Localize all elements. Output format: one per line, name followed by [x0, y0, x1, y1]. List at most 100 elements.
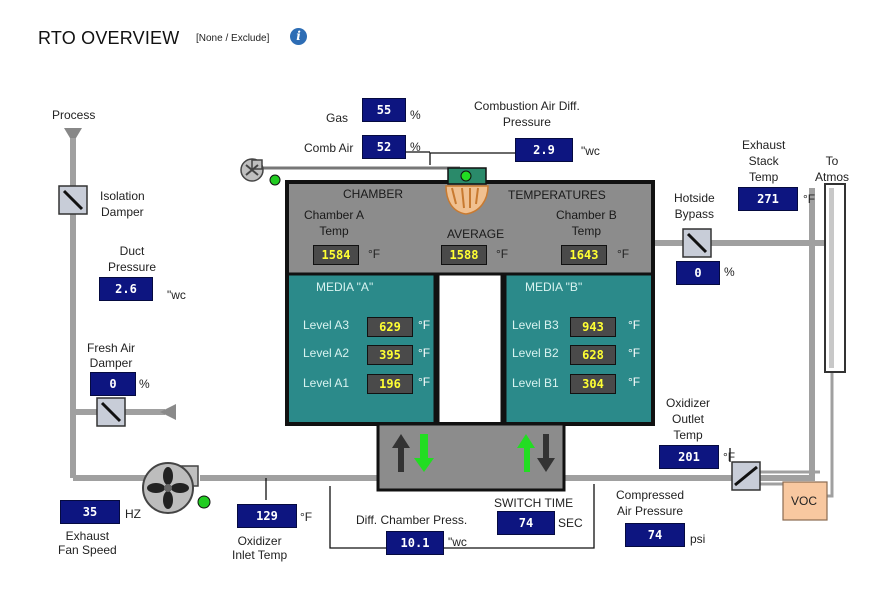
compressed-air-label-line2: Air Pressure	[617, 504, 684, 518]
duct-pressure-unit: "wc	[167, 288, 186, 302]
average-temp-label: AVERAGE	[447, 227, 505, 241]
level-a2-unit: °F	[418, 346, 431, 360]
comb-air-blower-icon	[240, 158, 281, 186]
oxidizer-outlet-temp-label-line2: Outlet	[672, 412, 705, 426]
exhaust-fan-speed-label-line1: Exhaust	[65, 529, 110, 543]
oxidizer-inlet-temp-label-line2: Inlet Temp	[232, 548, 288, 562]
duct-pressure-label-line1: Duct	[119, 244, 145, 258]
oxidizer-inlet-temp-label-line1: Oxidizer	[237, 534, 282, 548]
page-title: RTO OVERVIEW	[38, 28, 180, 48]
level-b1-value[interactable]: 304	[570, 374, 616, 394]
level-b3-label: Level B3	[512, 318, 559, 332]
diff-chamber-press-label: Diff. Chamber Press.	[356, 513, 468, 527]
chamber-b-temp-label: Chamber B Temp	[556, 207, 617, 239]
damper-icon	[58, 185, 761, 491]
hotside-bypass-value[interactable]: 0	[676, 261, 720, 285]
level-b2-label: Level B2	[512, 346, 559, 360]
level-a3-value[interactable]: 629	[367, 317, 413, 337]
filter-indicator[interactable]: [None / Exclude]	[196, 33, 270, 44]
fresh-air-damper-label: Fresh Air Damper	[87, 341, 135, 371]
chamber-b-temp-value[interactable]: 1643	[561, 245, 607, 265]
hotside-bypass-label-line2: Bypass	[674, 207, 715, 221]
oxidizer-outlet-temp-unit: °F	[723, 450, 736, 464]
flow-arrow-icon	[392, 434, 555, 472]
diff-chamber-press-unit: "wc	[448, 535, 467, 549]
voc-box	[782, 481, 828, 521]
level-b2-unit: °F	[628, 346, 641, 360]
exhaust-stack-temp-value[interactable]: 271	[738, 187, 798, 211]
duct-pressure-label: Duct Pressure	[108, 243, 156, 275]
chamber-a-temp-label: Chamber A Temp	[304, 207, 364, 239]
exhaust-fan-speed-label: Exhaust Fan Speed	[58, 529, 117, 557]
combustion-air-diff-label: Combustion Air Diff. Pressure	[474, 98, 580, 130]
oxidizer-outlet-temp-value[interactable]: 201	[659, 445, 719, 469]
to-atmos-label: To Atmos	[815, 153, 849, 185]
duct-pressure-label-line2: Pressure	[108, 260, 157, 274]
chamber-outline	[285, 180, 655, 426]
combustion-air-diff-value[interactable]: 2.9	[515, 138, 573, 162]
media-a-label: MEDIA "A"	[316, 280, 374, 294]
duct-pressure-value[interactable]: 2.6	[99, 277, 153, 301]
comb-air-unit: %	[410, 140, 421, 154]
compressed-air-label-line1: Compressed	[616, 488, 685, 502]
exhaust-fan-speed-value[interactable]: 35	[60, 500, 120, 524]
gas-value[interactable]: 55	[362, 98, 406, 122]
level-b2-value[interactable]: 628	[570, 345, 616, 365]
oxidizer-outlet-temp-label-line3: Temp	[673, 428, 703, 442]
switch-time-label: SWITCH TIME	[494, 496, 574, 510]
diff-chamber-press-value[interactable]: 10.1	[386, 531, 444, 555]
combustion-air-diff-label-line1: Combustion Air Diff.	[474, 99, 580, 113]
fresh-air-damper-value[interactable]: 0	[90, 372, 136, 396]
oxidizer-outlet-temp-label-line1: Oxidizer	[666, 396, 711, 410]
chamber-a-temp-value[interactable]: 1584	[313, 245, 359, 265]
chamber-a-temp-unit: °F	[368, 247, 381, 261]
switch-time-value[interactable]: 74	[497, 511, 555, 535]
level-b1-label: Level B1	[512, 376, 559, 390]
oxidizer-inlet-temp-label: Oxidizer Inlet Temp	[232, 534, 287, 562]
exhaust-stack-temp-label-line1: Exhaust	[742, 138, 786, 152]
level-b3-unit: °F	[628, 318, 641, 332]
fan-icon	[142, 462, 211, 514]
level-a1-unit: °F	[418, 375, 431, 389]
fresh-air-inlet-icon	[160, 404, 176, 420]
process-inlet-icon	[64, 128, 82, 138]
chamber-b-temp-label-line2: Temp	[571, 224, 602, 238]
isolation-damper-label-line2: Damper	[101, 205, 144, 219]
average-temp-unit: °F	[496, 247, 509, 261]
level-a1-label: Level A1	[303, 376, 350, 390]
burner-icon	[445, 167, 489, 215]
gas-unit: %	[410, 108, 421, 122]
level-a1-value[interactable]: 196	[367, 374, 413, 394]
level-b1-unit: °F	[628, 375, 641, 389]
average-temp-value[interactable]: 1588	[441, 245, 487, 265]
oxidizer-inlet-temp-unit: °F	[300, 510, 313, 524]
chamber-b-temp-label-line1: Chamber B	[556, 208, 617, 222]
exhaust-stack-temp-unit: °F	[803, 192, 816, 206]
hotside-bypass-unit: %	[724, 265, 735, 279]
info-icon[interactable]: i	[290, 28, 307, 45]
exhaust-stack-temp-label-line3: Temp	[749, 170, 779, 184]
isolation-damper-label-line1: Isolation	[100, 189, 145, 203]
compressed-air-value[interactable]: 74	[625, 523, 685, 547]
compressed-air-label: Compressed Air Pressure	[616, 487, 684, 519]
compressed-air-unit: psi	[690, 532, 706, 546]
level-b3-value[interactable]: 943	[570, 317, 616, 337]
combustion-air-diff-unit: "wc	[581, 144, 600, 158]
comb-air-value[interactable]: 52	[362, 135, 406, 159]
chamber-header: CHAMBER	[343, 187, 404, 201]
switch-time-unit: SEC	[558, 516, 583, 530]
exhaust-stack-temp-label: Exhaust Stack Temp	[742, 137, 785, 185]
level-a2-value[interactable]: 395	[367, 345, 413, 365]
exhaust-stack	[824, 183, 846, 373]
level-a3-unit: °F	[418, 318, 431, 332]
fresh-air-damper-unit: %	[139, 377, 150, 391]
hotside-bypass-label-line1: Hotside	[674, 191, 715, 205]
voc-label: VOC	[791, 494, 818, 508]
fresh-air-damper-label-line2: Damper	[89, 356, 133, 370]
comb-air-label: Comb Air	[304, 141, 354, 155]
to-atmos-label-line2: Atmos	[815, 170, 850, 184]
chamber-b-temp-unit: °F	[617, 247, 630, 261]
exhaust-fan-speed-label-line2: Fan Speed	[58, 543, 117, 557]
oxidizer-inlet-temp-value[interactable]: 129	[237, 504, 297, 528]
